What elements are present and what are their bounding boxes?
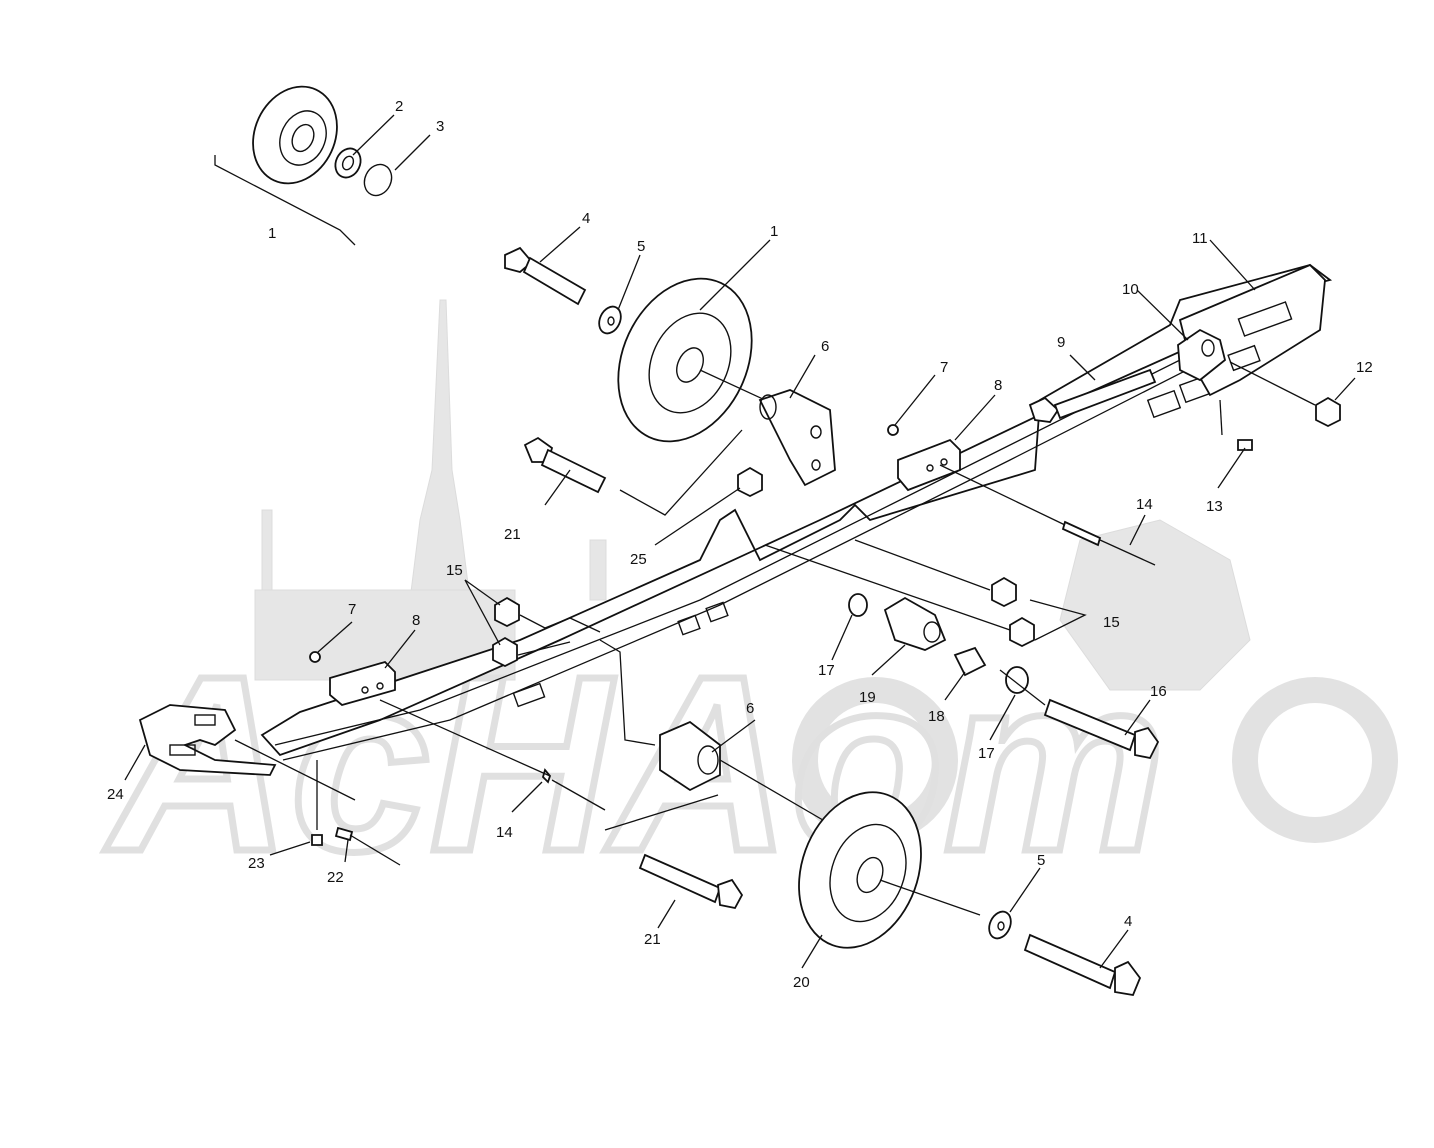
callout-label: 24 [107, 786, 124, 803]
callout-label: 11 [1192, 230, 1208, 247]
callout-label: 17 [818, 662, 835, 679]
callout-label: 13 [1206, 498, 1223, 515]
callout-label: 12 [1356, 359, 1373, 376]
callout-label: 2 [395, 98, 403, 115]
callout-label: 15 [1103, 614, 1120, 631]
callout-label: 6 [746, 700, 754, 717]
callout-label: 14 [496, 824, 513, 841]
callout-label: 25 [630, 551, 647, 568]
upper-wheel-assembly [504, 246, 836, 516]
callout-label: 7 [348, 601, 356, 618]
callout-label: 23 [248, 855, 265, 872]
callout-label: 4 [1124, 913, 1132, 930]
callout-label: 10 [1122, 281, 1139, 298]
rail-assembly [138, 263, 1341, 997]
callout-label: 6 [821, 338, 829, 355]
callout-labels: 1 2 3 4 5 1 6 7 8 9 10 11 12 13 14 21 25… [107, 98, 1373, 991]
callout-label: 17 [978, 745, 995, 762]
callout-label: 20 [793, 974, 810, 991]
callout-label: 7 [940, 359, 948, 376]
callout-label: 5 [1037, 852, 1045, 869]
callout-label: 8 [412, 612, 420, 629]
callout-label: 22 [327, 869, 344, 886]
callout-label: 3 [436, 118, 444, 135]
callout-label: 21 [644, 931, 661, 948]
inset-wheel-assembly [214, 85, 393, 246]
callout-label: 4 [582, 210, 590, 227]
callout-label: 21 [504, 526, 521, 543]
callout-label: 1 [770, 223, 778, 240]
callout-label: 9 [1057, 334, 1065, 351]
callout-label: 19 [859, 689, 876, 706]
callout-label: 1 [268, 225, 276, 242]
callout-label: 14 [1136, 496, 1153, 513]
watermark-text: AcHAom [104, 624, 1166, 903]
callout-label: 16 [1150, 683, 1167, 700]
callout-label: 18 [928, 708, 945, 725]
callout-label: 5 [637, 238, 645, 255]
leader-lines [124, 114, 1356, 969]
callout-label: 8 [994, 377, 1002, 394]
callout-label: 15 [446, 562, 463, 579]
